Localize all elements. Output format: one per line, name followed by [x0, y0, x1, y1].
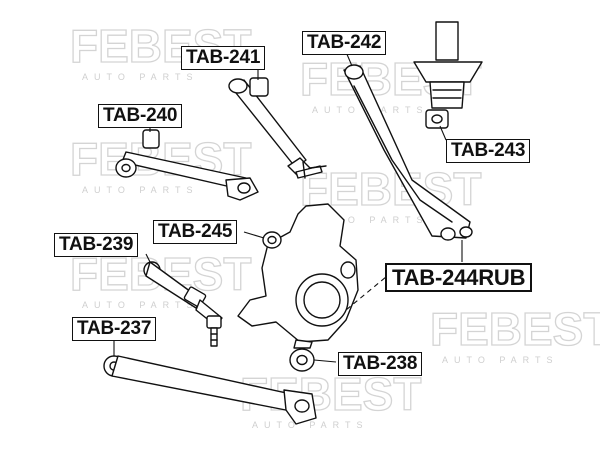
tab-237-arm: [103, 355, 317, 425]
label-tab-237: TAB-237: [72, 317, 157, 341]
watermark-brand: FEBEST: [430, 303, 600, 355]
watermark-tagline: AUTO PARTS: [82, 72, 199, 82]
label-tab-243: TAB-243: [446, 139, 531, 163]
tab-239-link: [143, 261, 223, 347]
watermark-tagline: AUTO PARTS: [312, 215, 429, 225]
watermark-tagline: AUTO PARTS: [442, 355, 559, 365]
leader-tab-239: [145, 253, 151, 263]
watermark-tagline: AUTO PARTS: [82, 185, 199, 195]
label-tab-244rub: TAB-244RUB: [385, 263, 533, 292]
leader-tab-243: [439, 125, 447, 141]
label-tab-239: TAB-239: [54, 233, 139, 257]
hub-knuckle: [237, 203, 359, 372]
label-tab-241: TAB-241: [181, 46, 266, 70]
label-tab-240: TAB-240: [98, 104, 183, 128]
watermark-tagline: AUTO PARTS: [252, 420, 369, 430]
leader-tab-245: [243, 231, 265, 239]
tab-241-arm: [228, 77, 327, 179]
tab-242-arm: [343, 64, 473, 241]
label-tab-245: TAB-245: [153, 220, 238, 244]
leader-tab-244rub-dashed: [345, 271, 393, 311]
watermark-tagline: AUTO PARTS: [82, 300, 199, 310]
label-tab-242: TAB-242: [302, 31, 387, 55]
tab-243-shock: [413, 21, 483, 129]
leader-tab-238: [313, 359, 337, 363]
tab-240-arm: [115, 129, 259, 201]
label-tab-238: TAB-238: [338, 352, 423, 376]
